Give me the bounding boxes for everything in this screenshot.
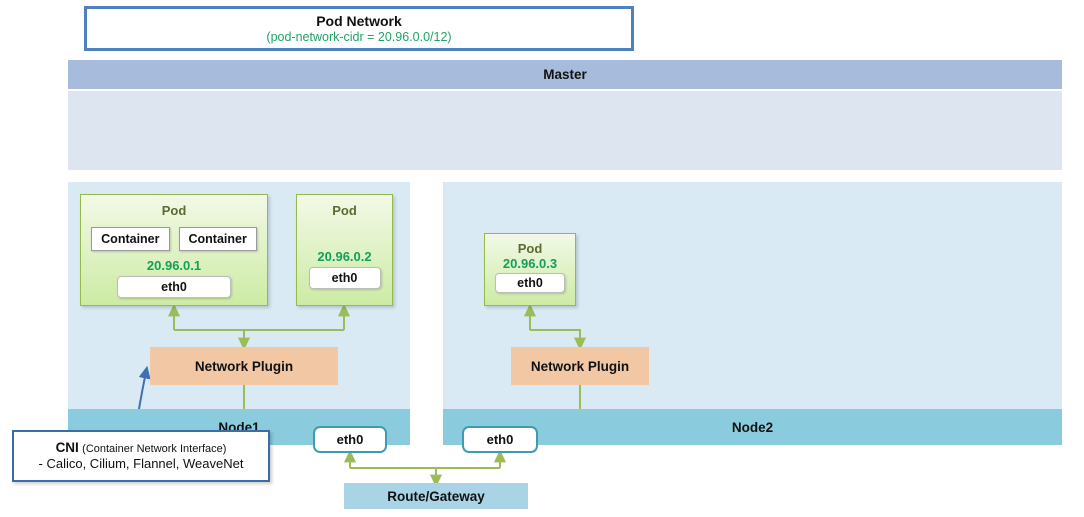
master-body	[68, 91, 1062, 170]
pod-network-box: Pod Network (pod-network-cidr = 20.96.0.…	[84, 6, 634, 51]
pod-label: Pod	[332, 203, 357, 218]
node2-bar: Node2	[443, 409, 1062, 445]
pod-ip: 20.96.0.3	[502, 256, 558, 271]
pod-20-96-0-1: Pod Container Container 20.96.0.1 eth0	[80, 194, 268, 306]
cni-title-line: CNI (Container Network Interface)	[56, 439, 227, 457]
pod-eth0: eth0	[495, 273, 565, 293]
route-gateway-box: Route/Gateway	[344, 483, 528, 509]
network-plugin-node2: Network Plugin	[511, 347, 649, 385]
pod-network-title: Pod Network	[316, 12, 402, 29]
pod-eth0: eth0	[308, 267, 381, 289]
master-header: Master	[68, 60, 1062, 89]
cni-plugins: - Calico, Cilium, Flannel, WeaveNet	[38, 456, 244, 472]
node1-eth0: eth0	[313, 426, 387, 453]
pod-ip: 20.96.0.2	[317, 249, 372, 264]
network-plugin-node1: Network Plugin	[150, 347, 338, 385]
cni-callout: CNI (Container Network Interface) - Cali…	[12, 430, 270, 482]
node2-label: Node2	[731, 419, 774, 435]
master-label: Master	[543, 67, 587, 82]
pod-label: Pod	[161, 203, 187, 218]
pod-eth0: eth0	[117, 276, 231, 298]
pod-ip: 20.96.0.1	[146, 258, 202, 273]
container-box: Container	[178, 227, 257, 251]
cni-expansion: (Container Network Interface)	[82, 442, 227, 455]
container-row: Container Container	[91, 227, 257, 251]
pod-label: Pod	[517, 241, 543, 256]
cni-acronym: CNI	[55, 439, 79, 455]
pod-network-cidr: (pod-network-cidr = 20.96.0.0/12)	[266, 29, 452, 44]
container-box: Container	[91, 227, 170, 251]
pod-20-96-0-3: Pod 20.96.0.3 eth0	[484, 233, 576, 306]
node2-eth0: eth0	[462, 426, 538, 453]
pod-20-96-0-2: Pod 20.96.0.2 eth0	[296, 194, 393, 306]
